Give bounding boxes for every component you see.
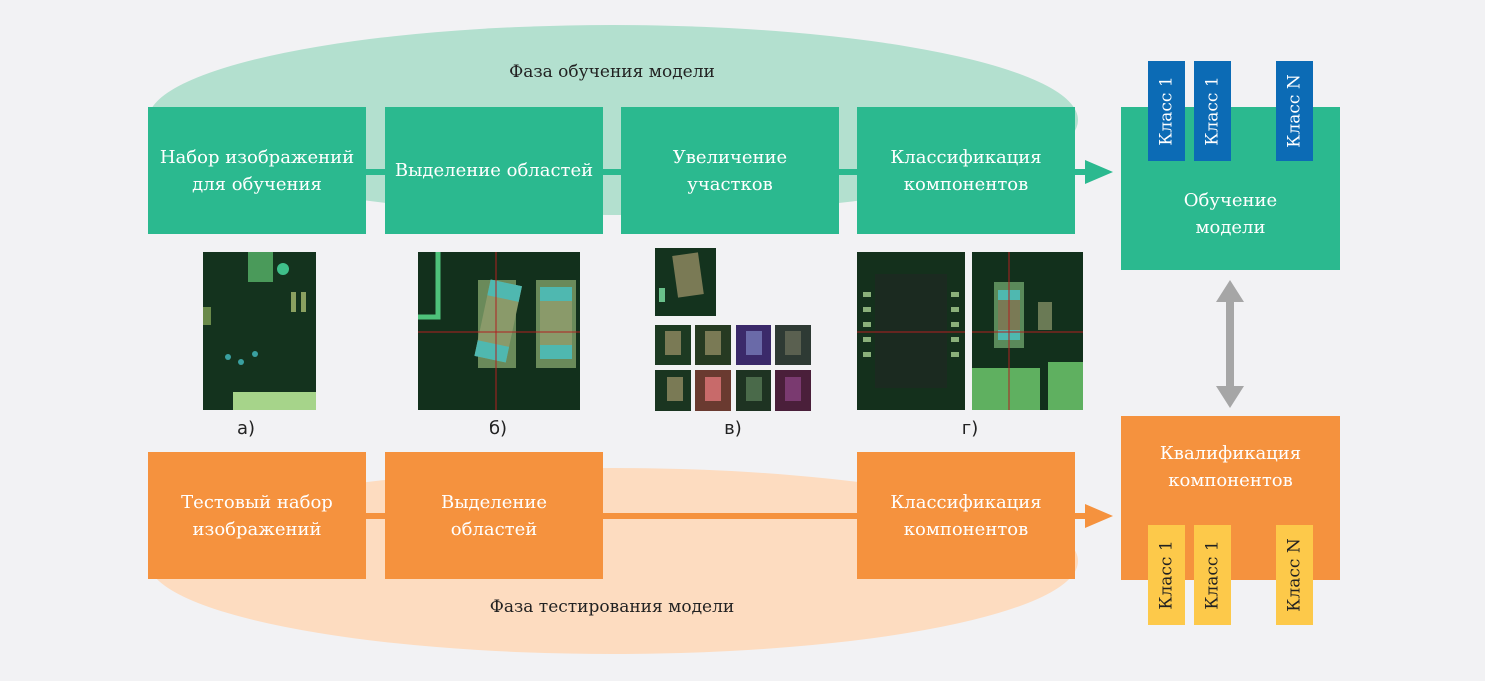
pcb-photo-a [203,252,316,410]
pcb-photo-d-capacitor [972,252,1083,410]
caption-a: а) [236,418,256,439]
test-class-tab: Класс 1 [1148,525,1185,625]
step-augmentation: Увеличение участков [621,107,839,234]
class-label: Класс N [1284,538,1305,612]
step-label: Набор изображений для обучения [159,146,355,195]
step-test-dataset: Тестовый набор изображений [148,452,366,579]
step-training-dataset: Набор изображений для обучения [148,107,366,234]
double-arrow-icon [1216,280,1244,408]
class-label: Класс 1 [1202,540,1223,610]
pcb-photo-c-main [655,248,716,316]
model-training-label: Обучение модели [1183,189,1278,238]
step-label: Выделение областей [394,160,594,181]
qualification-label: Квалификация компонентов [1159,443,1302,491]
caption-b: б) [488,418,508,439]
pcb-photo-d-chip [857,252,965,410]
step-label: Классификация компонентов [890,146,1042,195]
train-class-tab: Класс 1 [1194,61,1231,161]
testing-flow-line [360,513,1090,519]
step-label: Классификация компонентов [890,491,1042,540]
test-class-tab: Класс N [1276,525,1313,625]
pcb-photo-c-augmented [655,325,811,411]
training-phase-label: Фаза обучения модели [509,62,715,82]
class-label: Класс N [1284,74,1305,148]
step-classification: Классификация компонентов [857,107,1075,234]
training-arrow-icon [1085,160,1113,184]
step-label: Увеличение участков [672,146,788,195]
class-label: Класс 1 [1156,540,1177,610]
class-label: Класс 1 [1202,76,1223,146]
step-test-classification: Классификация компонентов [857,452,1075,579]
train-class-tab: Класс 1 [1148,61,1185,161]
train-class-tab: Класс N [1276,61,1313,161]
test-class-tab: Класс 1 [1194,525,1231,625]
caption-d: г) [961,418,979,439]
pcb-photo-b [418,252,580,410]
step-label: Тестовый набор изображений [181,491,333,540]
testing-phase-label: Фаза тестирования модели [489,597,735,617]
caption-c: в) [724,418,742,439]
testing-arrow-icon [1085,504,1113,528]
step-label: Выделение областей [440,491,548,540]
step-test-region-extraction: Выделение областей [385,452,603,579]
class-label: Класс 1 [1156,76,1177,146]
step-region-extraction: Выделение областей [385,107,603,234]
